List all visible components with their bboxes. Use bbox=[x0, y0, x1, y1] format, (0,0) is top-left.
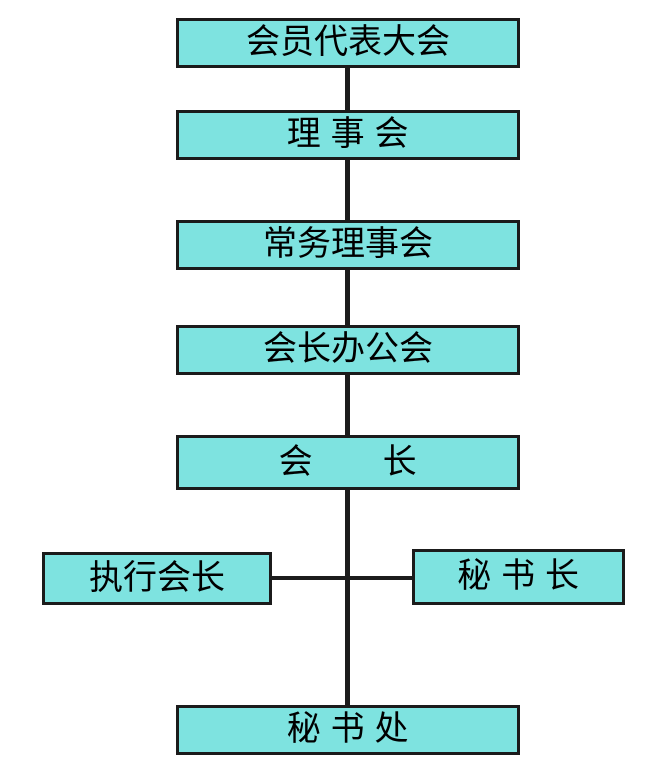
node-label-board-of-directors: 理 事 会 bbox=[286, 116, 410, 153]
node-president[interactable]: 会 长 bbox=[176, 435, 520, 490]
node-executive-president[interactable]: 执行会长 bbox=[42, 552, 272, 605]
connector-president-to-secretariat bbox=[345, 484, 350, 713]
node-board-of-directors[interactable]: 理 事 会 bbox=[176, 110, 520, 160]
node-members-assembly[interactable]: 会员代表大会 bbox=[176, 18, 520, 68]
node-secretariat[interactable]: 秘 书 处 bbox=[176, 705, 520, 755]
node-secretary-general[interactable]: 秘 书 长 bbox=[412, 549, 625, 605]
connector-board-to-standing bbox=[345, 152, 350, 226]
connector-executive-to-secretary-general bbox=[266, 576, 416, 580]
node-standing-board[interactable]: 常务理事会 bbox=[176, 220, 520, 270]
node-label-executive-president: 执行会长 bbox=[89, 559, 225, 597]
node-president-office-meeting[interactable]: 会长办公会 bbox=[176, 325, 520, 375]
connector-assembly-to-board bbox=[345, 60, 350, 116]
node-label-president: 会 长 bbox=[278, 443, 418, 481]
node-label-president-office-meeting: 会长办公会 bbox=[263, 331, 433, 368]
node-label-secretary-general: 秘 书 长 bbox=[457, 558, 580, 595]
node-label-members-assembly: 会员代表大会 bbox=[246, 24, 450, 61]
connector-standing-to-office bbox=[345, 262, 350, 331]
connector-office-to-president bbox=[345, 367, 350, 441]
node-label-secretariat: 秘 书 处 bbox=[286, 711, 410, 748]
node-label-standing-board: 常务理事会 bbox=[263, 226, 433, 263]
